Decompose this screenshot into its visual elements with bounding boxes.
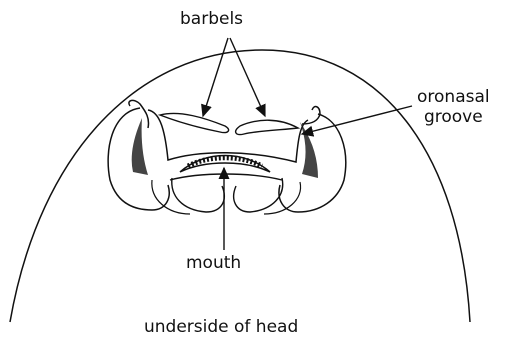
head-outline (10, 50, 470, 322)
right-lower-lobe (234, 178, 283, 212)
right-flap-tip (302, 107, 320, 124)
mouth-label: mouth (186, 254, 241, 274)
left-groove-shading (132, 118, 148, 175)
right-barbel (236, 120, 298, 134)
oronasal-groove-label: oronasal groove (417, 88, 490, 127)
oronasal-groove-label-line1: oronasal (417, 88, 490, 108)
lower-jaw (170, 174, 282, 180)
left-barbel (160, 113, 229, 132)
barbel-arrow-left (203, 38, 228, 116)
left-lower-lobe (172, 178, 224, 212)
diagram-caption: underside of head (144, 318, 298, 338)
groove-arrow (302, 106, 412, 134)
oronasal-groove-label-line2: groove (417, 108, 490, 128)
left-flap-tip (129, 100, 149, 128)
barbels-label: barbels (180, 10, 243, 30)
